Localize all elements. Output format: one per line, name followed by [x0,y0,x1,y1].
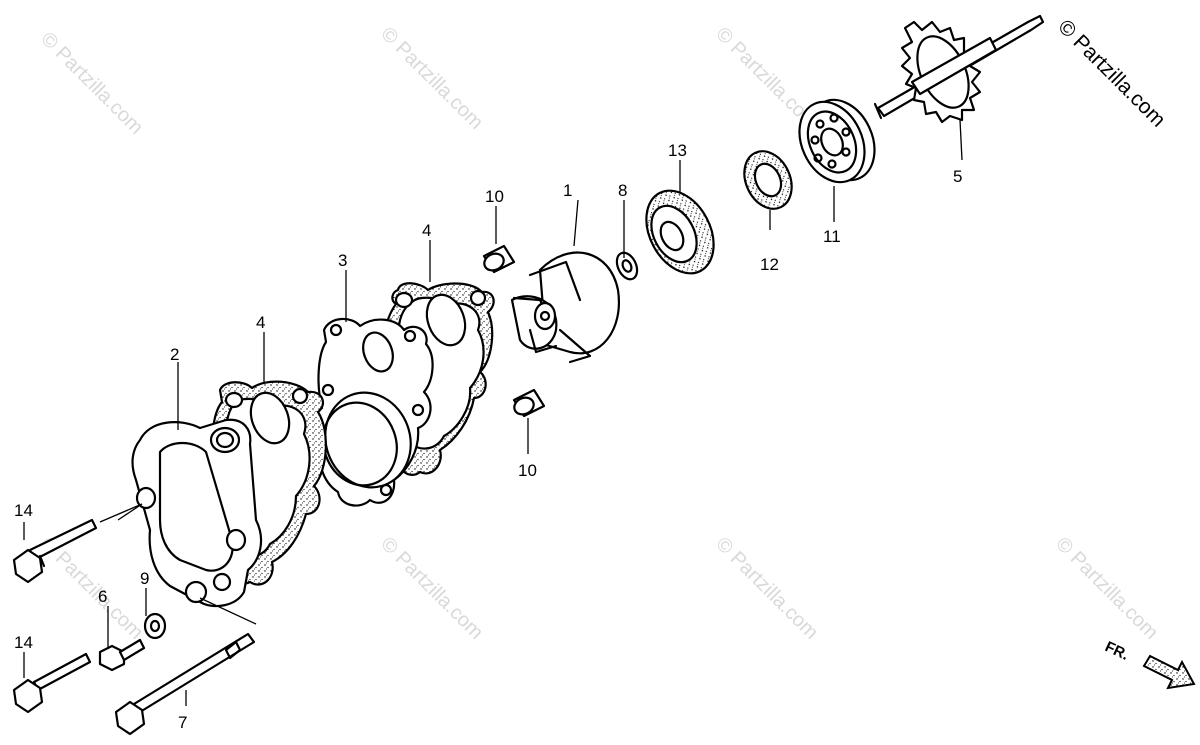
part-2-pump-cover [131,418,263,608]
part-9-washer [143,612,167,640]
watermark: © Partzilla.com [376,533,487,644]
callout-2: 2 [170,345,179,364]
callout-10-lower: 10 [518,461,537,480]
callout-5: 5 [953,167,962,186]
watermark: © Partzilla.com [376,23,487,134]
part-12-seal [743,150,793,210]
part-6-nut [98,638,146,672]
front-direction-indicator: FR. [1102,638,1196,690]
callouts: 1 2 3 4 4 5 6 7 8 9 10 10 11 12 13 14 14 [14,141,962,732]
part-11-bearing [798,98,876,184]
part-1-impeller [510,251,621,364]
callout-12: 12 [760,255,779,274]
callout-9: 9 [140,569,149,588]
callout-10-upper: 10 [485,187,504,206]
watermark: © Partzilla.com [1051,533,1162,644]
part-8-washer [615,251,639,281]
callout-14-upper: 14 [14,501,33,520]
part-13-seal [645,189,715,275]
watermark: © Partzilla.com [711,533,822,644]
callout-4-upper: 4 [422,221,431,240]
part-14-bolt-lower [12,652,92,714]
leader-lines [23,119,963,706]
callout-8: 8 [618,181,627,200]
part-10-collar-lower [512,388,546,418]
callout-4-lower: 4 [256,313,265,332]
callout-14-lower: 14 [14,633,33,652]
part-7-long-bolt [114,632,256,736]
front-label: FR. [1102,638,1131,664]
front-arrow-icon [1142,654,1196,690]
callout-13: 13 [668,141,687,160]
callout-3: 3 [338,251,347,270]
callout-11: 11 [823,227,841,246]
callout-7: 7 [178,713,187,732]
part-5-shaft-gear [873,14,1045,124]
brand-watermark: © Partzilla.com [1053,15,1169,131]
callout-6: 6 [98,587,107,606]
part-3-plate [312,317,434,507]
part-10-collar-upper [482,244,516,274]
watermark: © Partzilla.com [36,28,147,139]
part-14-bolt-upper [12,518,98,584]
callout-1: 1 [563,181,572,200]
